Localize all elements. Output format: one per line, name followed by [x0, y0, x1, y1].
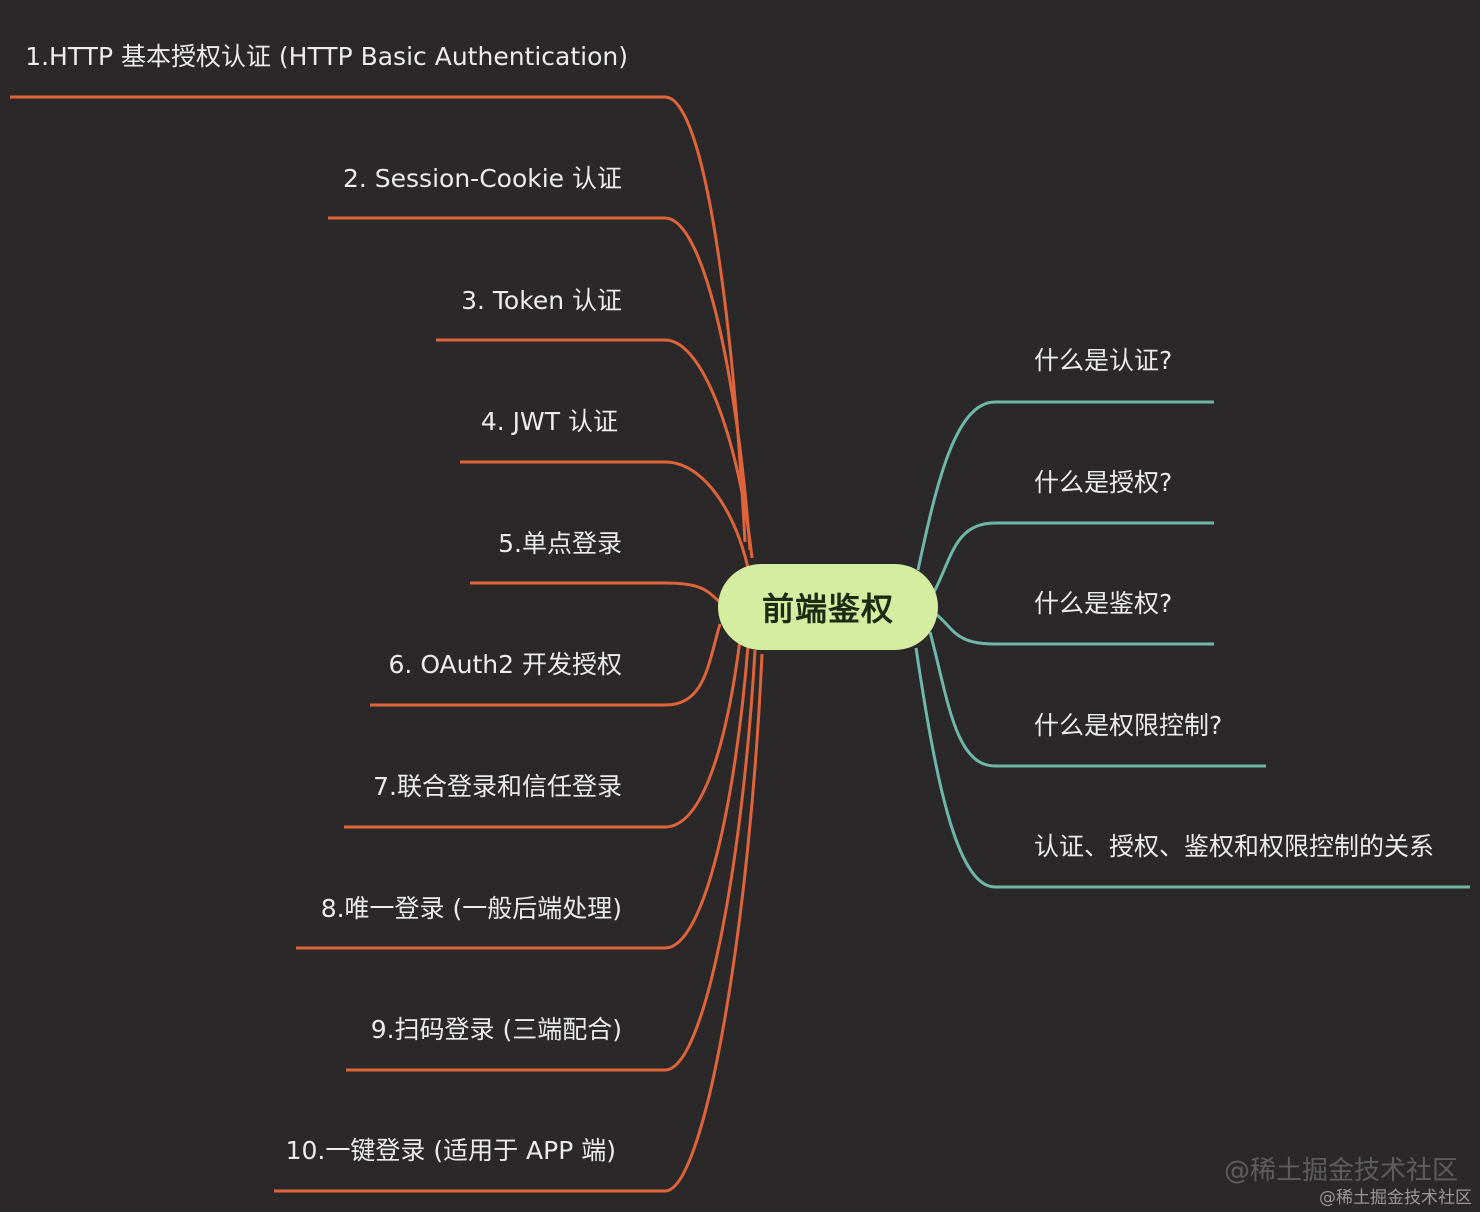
- branch-what-is-access-control[interactable]: 什么是权限控制?: [1034, 711, 1223, 740]
- left-link-4: [470, 581, 721, 604]
- right-link-0: [916, 400, 1214, 571]
- branch-oauth2[interactable]: 6. OAuth2 开发授权: [388, 650, 622, 679]
- branch-session-cookie[interactable]: 2. Session-Cookie 认证: [342, 164, 622, 193]
- branch-relationship[interactable]: 认证、授权、鉴权和权限控制的关系: [1034, 832, 1435, 861]
- branch-what-is-authorization[interactable]: 什么是授权?: [1034, 468, 1173, 497]
- branch-what-is-auth-check[interactable]: 什么是鉴权?: [1034, 589, 1173, 618]
- right-link-4: [914, 647, 1470, 889]
- left-link-5: [370, 623, 722, 707]
- branch-unique-login[interactable]: 8.唯一登录 (一般后端处理): [320, 894, 622, 923]
- branch-federated-login[interactable]: 7.联合登录和信任登录: [373, 772, 622, 801]
- branch-qr-login[interactable]: 9.扫码登录 (三端配合): [370, 1015, 622, 1044]
- left-link-3: [460, 460, 750, 569]
- left-link-7: [296, 645, 750, 950]
- center-node[interactable]: 前端鉴权: [718, 564, 938, 650]
- branch-http-basic[interactable]: 1.HTTP 基本授权认证 (HTTP Basic Authentication…: [25, 42, 628, 71]
- watermark-large: @稀土掘金技术社区: [1223, 1156, 1458, 1186]
- left-link-8: [346, 649, 757, 1072]
- right-link-2: [935, 612, 1214, 646]
- center-node-label: 前端鉴权: [761, 590, 894, 628]
- left-link-1: [328, 216, 752, 551]
- watermark-small: @稀土掘金技术社区: [1319, 1188, 1472, 1208]
- branch-what-is-authentication[interactable]: 什么是认证?: [1034, 346, 1173, 375]
- right-link-3: [928, 631, 1266, 768]
- branch-token[interactable]: 3. Token 认证: [461, 286, 622, 315]
- left-link-9: [274, 653, 764, 1193]
- right-link-1: [932, 521, 1214, 593]
- branch-jwt[interactable]: 4. JWT 认证: [480, 407, 618, 436]
- left-link-6: [344, 639, 742, 829]
- left-link-2: [436, 338, 754, 559]
- branch-sso[interactable]: 5.单点登录: [498, 529, 622, 558]
- branch-one-click-login[interactable]: 10.一键登录 (适用于 APP 端): [285, 1136, 616, 1165]
